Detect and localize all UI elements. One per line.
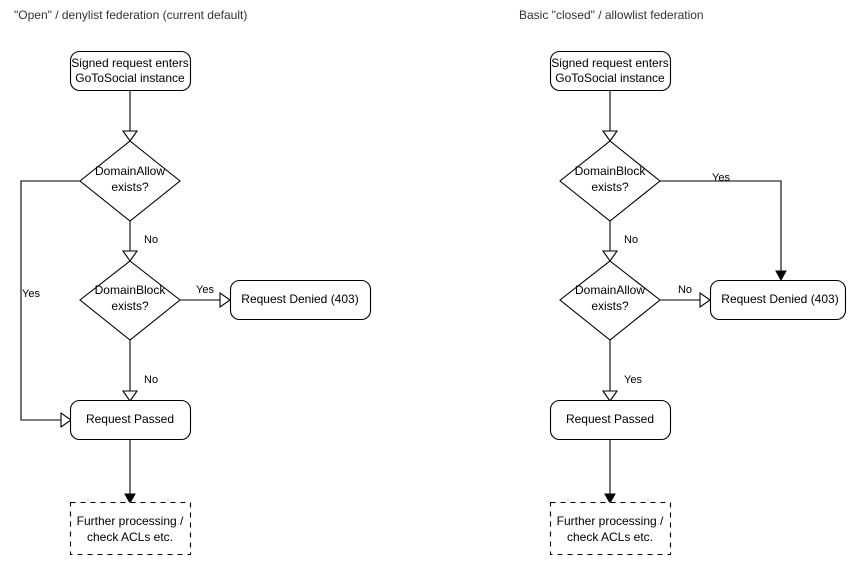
edge-label-yes: Yes xyxy=(624,374,642,386)
arrowhead-open-icon xyxy=(219,291,231,309)
node-request-passed-allowlist[interactable]: Request Passed xyxy=(549,399,672,441)
start-node-label-line2: GoToSocial instance xyxy=(75,71,185,85)
node-request-denied-denylist[interactable]: Request Denied (403) xyxy=(229,279,372,321)
decision-label-line1: DomainAllow xyxy=(575,283,645,297)
further-node-label-line2: check ACLs etc. xyxy=(567,530,653,544)
edge-label-no: No xyxy=(144,234,158,246)
decision-label-line2: exists? xyxy=(111,180,149,194)
passed-node-label: Request Passed xyxy=(566,412,654,426)
passed-node-label: Request Passed xyxy=(86,412,174,426)
panel-title-allowlist: Basic "closed" / allowlist federation xyxy=(519,8,704,22)
start-node-label-line1: Signed request enters xyxy=(551,56,668,70)
edge-domainallow-yes: Yes xyxy=(20,180,80,429)
node-further-processing-denylist[interactable]: Further processing / check ACLs etc. xyxy=(69,501,192,556)
passed-node-shape xyxy=(69,399,192,441)
decision-label-line2: exists? xyxy=(591,180,629,194)
panel-allowlist: Basic "closed" / allowlist federation Si… xyxy=(519,8,847,556)
arrowhead-filled-icon xyxy=(604,493,616,505)
panel-denylist: "Open" / denylist federation (current de… xyxy=(14,8,372,556)
edge-label-no: No xyxy=(144,374,158,386)
edge-domainblock-no: No xyxy=(121,340,158,402)
decision-label-line1: DomainBlock xyxy=(95,283,167,297)
edge-domainblock-yes: Yes xyxy=(660,172,787,282)
arrowhead-open-icon xyxy=(121,130,139,142)
arrowhead-filled-icon xyxy=(124,493,136,505)
edge-domainallow-no: No xyxy=(660,284,711,309)
edge-domainallow-no: No xyxy=(121,221,158,262)
further-node-label-line2: check ACLs etc. xyxy=(87,530,173,544)
node-request-denied-allowlist[interactable]: Request Denied (403) xyxy=(709,279,847,321)
edge-label-yes: Yes xyxy=(22,288,40,300)
denied-node-label: Request Denied (403) xyxy=(721,292,838,306)
arrowhead-open-icon xyxy=(60,411,72,429)
further-node-shape xyxy=(549,501,672,556)
further-node-shape xyxy=(69,501,192,556)
node-start-denylist[interactable]: Signed request enters GoToSocial instanc… xyxy=(69,50,192,92)
decision-label-line1: DomainAllow xyxy=(95,164,165,178)
arrowhead-open-icon xyxy=(699,291,711,309)
node-further-processing-allowlist[interactable]: Further processing / check ACLs etc. xyxy=(549,501,672,556)
denied-node-label: Request Denied (403) xyxy=(241,292,358,306)
panel-title-denylist: "Open" / denylist federation (current de… xyxy=(14,8,247,22)
arrowhead-filled-icon xyxy=(775,270,787,282)
further-node-label-line1: Further processing / xyxy=(77,514,184,528)
start-node-label-line1: Signed request enters xyxy=(71,56,188,70)
further-node-label-line1: Further processing / xyxy=(557,514,664,528)
edge-start-to-domainallow xyxy=(121,90,139,142)
edge-label-no: No xyxy=(678,284,692,296)
node-decision-domainblock-denylist[interactable]: DomainBlock exists? xyxy=(79,260,181,341)
node-decision-domainallow-denylist[interactable]: DomainAllow exists? xyxy=(79,140,181,222)
edge-start-to-domainblock xyxy=(601,90,619,142)
arrowhead-open-icon xyxy=(121,390,139,402)
arrowhead-open-icon xyxy=(121,250,139,262)
arrowhead-open-icon xyxy=(601,390,619,402)
passed-node-shape xyxy=(549,399,672,441)
edge-label-no: No xyxy=(624,234,638,246)
arrowhead-open-icon xyxy=(601,130,619,142)
node-decision-domainblock-allowlist[interactable]: DomainBlock exists? xyxy=(559,140,661,222)
decision-label-line1: DomainBlock xyxy=(575,164,647,178)
node-request-passed-denylist[interactable]: Request Passed xyxy=(69,399,192,441)
denied-node-shape xyxy=(709,279,847,321)
edge-domainallow-yes: Yes xyxy=(601,340,642,402)
decision-label-line2: exists? xyxy=(111,299,149,313)
node-decision-domainallow-allowlist[interactable]: DomainAllow exists? xyxy=(559,260,661,341)
edge-label-yes: Yes xyxy=(196,284,214,296)
arrowhead-open-icon xyxy=(601,250,619,262)
node-start-allowlist[interactable]: Signed request enters GoToSocial instanc… xyxy=(549,50,672,92)
decision-label-line2: exists? xyxy=(591,299,629,313)
edge-passed-to-further xyxy=(124,440,136,505)
start-node-label-line2: GoToSocial instance xyxy=(555,71,665,85)
denied-node-shape xyxy=(229,279,372,321)
edge-passed-to-further xyxy=(604,440,616,505)
edge-domainblock-no: No xyxy=(601,221,638,262)
edge-label-yes: Yes xyxy=(712,172,730,184)
edge-domainblock-yes: Yes xyxy=(180,284,231,309)
